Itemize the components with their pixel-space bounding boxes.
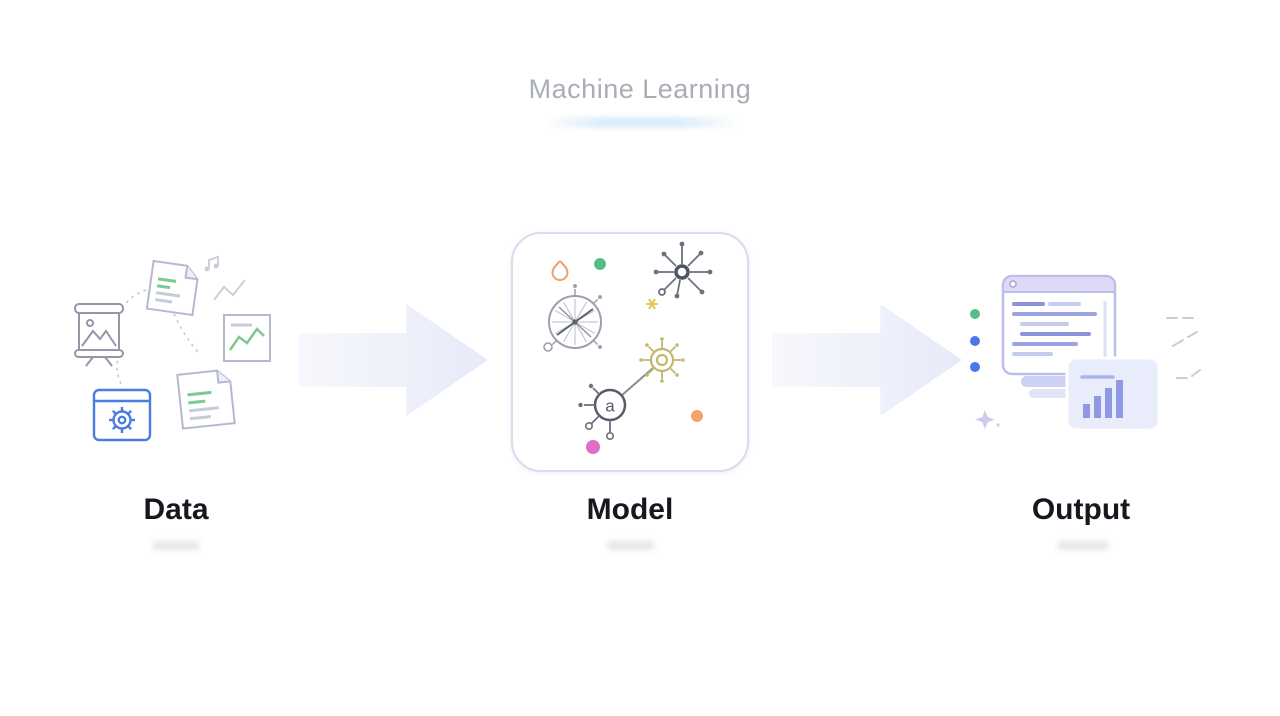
neural-hub-icon [653, 241, 713, 299]
bullet-blue-2 [970, 362, 980, 372]
output-label-reflection [1057, 541, 1109, 550]
model-icon-cluster: a [543, 241, 713, 454]
pink-dot [586, 440, 600, 454]
chart-document-icon [223, 314, 271, 362]
output-icon-cluster [970, 274, 1201, 432]
node-connection [620, 367, 654, 397]
music-note-icon [204, 255, 219, 272]
document-icon [145, 259, 199, 317]
compass-icon [543, 284, 602, 352]
green-dot [594, 258, 606, 270]
title-underline-glow [543, 117, 739, 128]
code-lines [1012, 302, 1097, 356]
page-title: Machine Learning [528, 74, 752, 104]
notes-document-icon [176, 369, 236, 430]
ring-node-icon [639, 337, 685, 383]
bullet-green [970, 309, 980, 319]
browser-window-icon [1001, 274, 1117, 376]
orange-dot [691, 410, 703, 422]
data-icon-cluster [74, 255, 271, 442]
dashed-connectors [116, 289, 199, 387]
bullet-blue-1 [970, 336, 980, 346]
data-label-reflection [152, 541, 200, 550]
data-label: Data [143, 493, 209, 526]
model-label: Model [586, 493, 674, 526]
flow-arrow-model-to-output [772, 304, 962, 416]
model-box: a [511, 232, 749, 472]
output-label: Output [1031, 493, 1131, 526]
gear-icon [109, 407, 135, 433]
node-label: a [605, 397, 615, 416]
asterisk-icon [646, 298, 658, 310]
window-control-dot [1009, 280, 1017, 288]
sparkle-icon [975, 410, 1000, 430]
model-label-reflection [607, 541, 655, 550]
gear-window-icon [92, 388, 152, 442]
labeled-node-icon: a [578, 383, 627, 441]
squiggle-line [213, 279, 246, 301]
bar-chart-icon [1065, 356, 1161, 432]
image-easel-icon [74, 303, 124, 367]
flame-icon [551, 260, 569, 281]
dashed-marks [1166, 317, 1201, 379]
flow-arrow-data-to-model [298, 304, 488, 416]
